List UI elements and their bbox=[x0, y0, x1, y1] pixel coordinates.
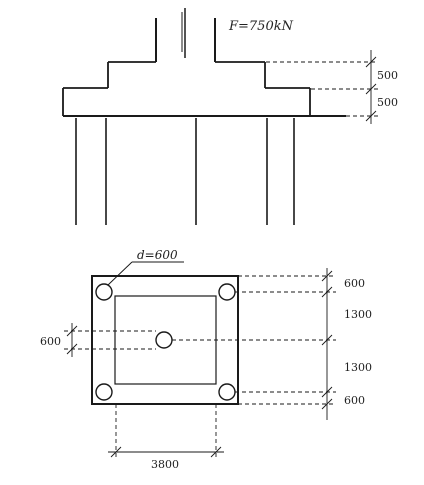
tick-1 bbox=[365, 56, 377, 68]
elevation-view: F=750kN 500 500 bbox=[62, 8, 398, 225]
plan-bottom-tick-left bbox=[110, 446, 122, 458]
plan-dim-1300-upper: 1300 bbox=[344, 308, 372, 321]
pile-circle-top-left bbox=[95, 283, 113, 301]
plan-view: d=600 600 1300 1300 600 600 3800 bbox=[40, 248, 372, 471]
elevation-dim-lower: 500 bbox=[377, 96, 398, 109]
plan-tick-a bbox=[321, 270, 333, 282]
tick-3 bbox=[365, 110, 377, 122]
plan-left-tick-lower bbox=[66, 343, 78, 355]
tick-2 bbox=[365, 83, 377, 95]
plan-dim-600-bottom: 600 bbox=[344, 394, 365, 407]
plan-tick-e bbox=[321, 398, 333, 410]
pile-circle-center bbox=[155, 331, 173, 349]
plan-dim-600-top: 600 bbox=[344, 277, 365, 290]
plan-tick-c bbox=[321, 334, 333, 346]
plan-tick-b bbox=[321, 286, 333, 298]
plan-dim-600-left: 600 bbox=[40, 335, 61, 348]
pile-circle-bottom-left bbox=[95, 383, 113, 401]
plan-dim-1300-lower: 1300 bbox=[344, 361, 372, 374]
elevation-dim-upper: 500 bbox=[377, 69, 398, 82]
plan-bottom-tick-right bbox=[210, 446, 222, 458]
plan-dim-3800: 3800 bbox=[151, 458, 179, 471]
plan-tick-d bbox=[321, 386, 333, 398]
pile-diameter-label: d=600 bbox=[137, 248, 178, 262]
plan-left-tick-upper bbox=[66, 325, 78, 337]
pile-circle-bottom-right bbox=[218, 383, 236, 401]
pile-circle-top-right bbox=[218, 283, 236, 301]
pile-label-leader bbox=[107, 261, 133, 286]
load-label: F=750kN bbox=[228, 19, 294, 34]
